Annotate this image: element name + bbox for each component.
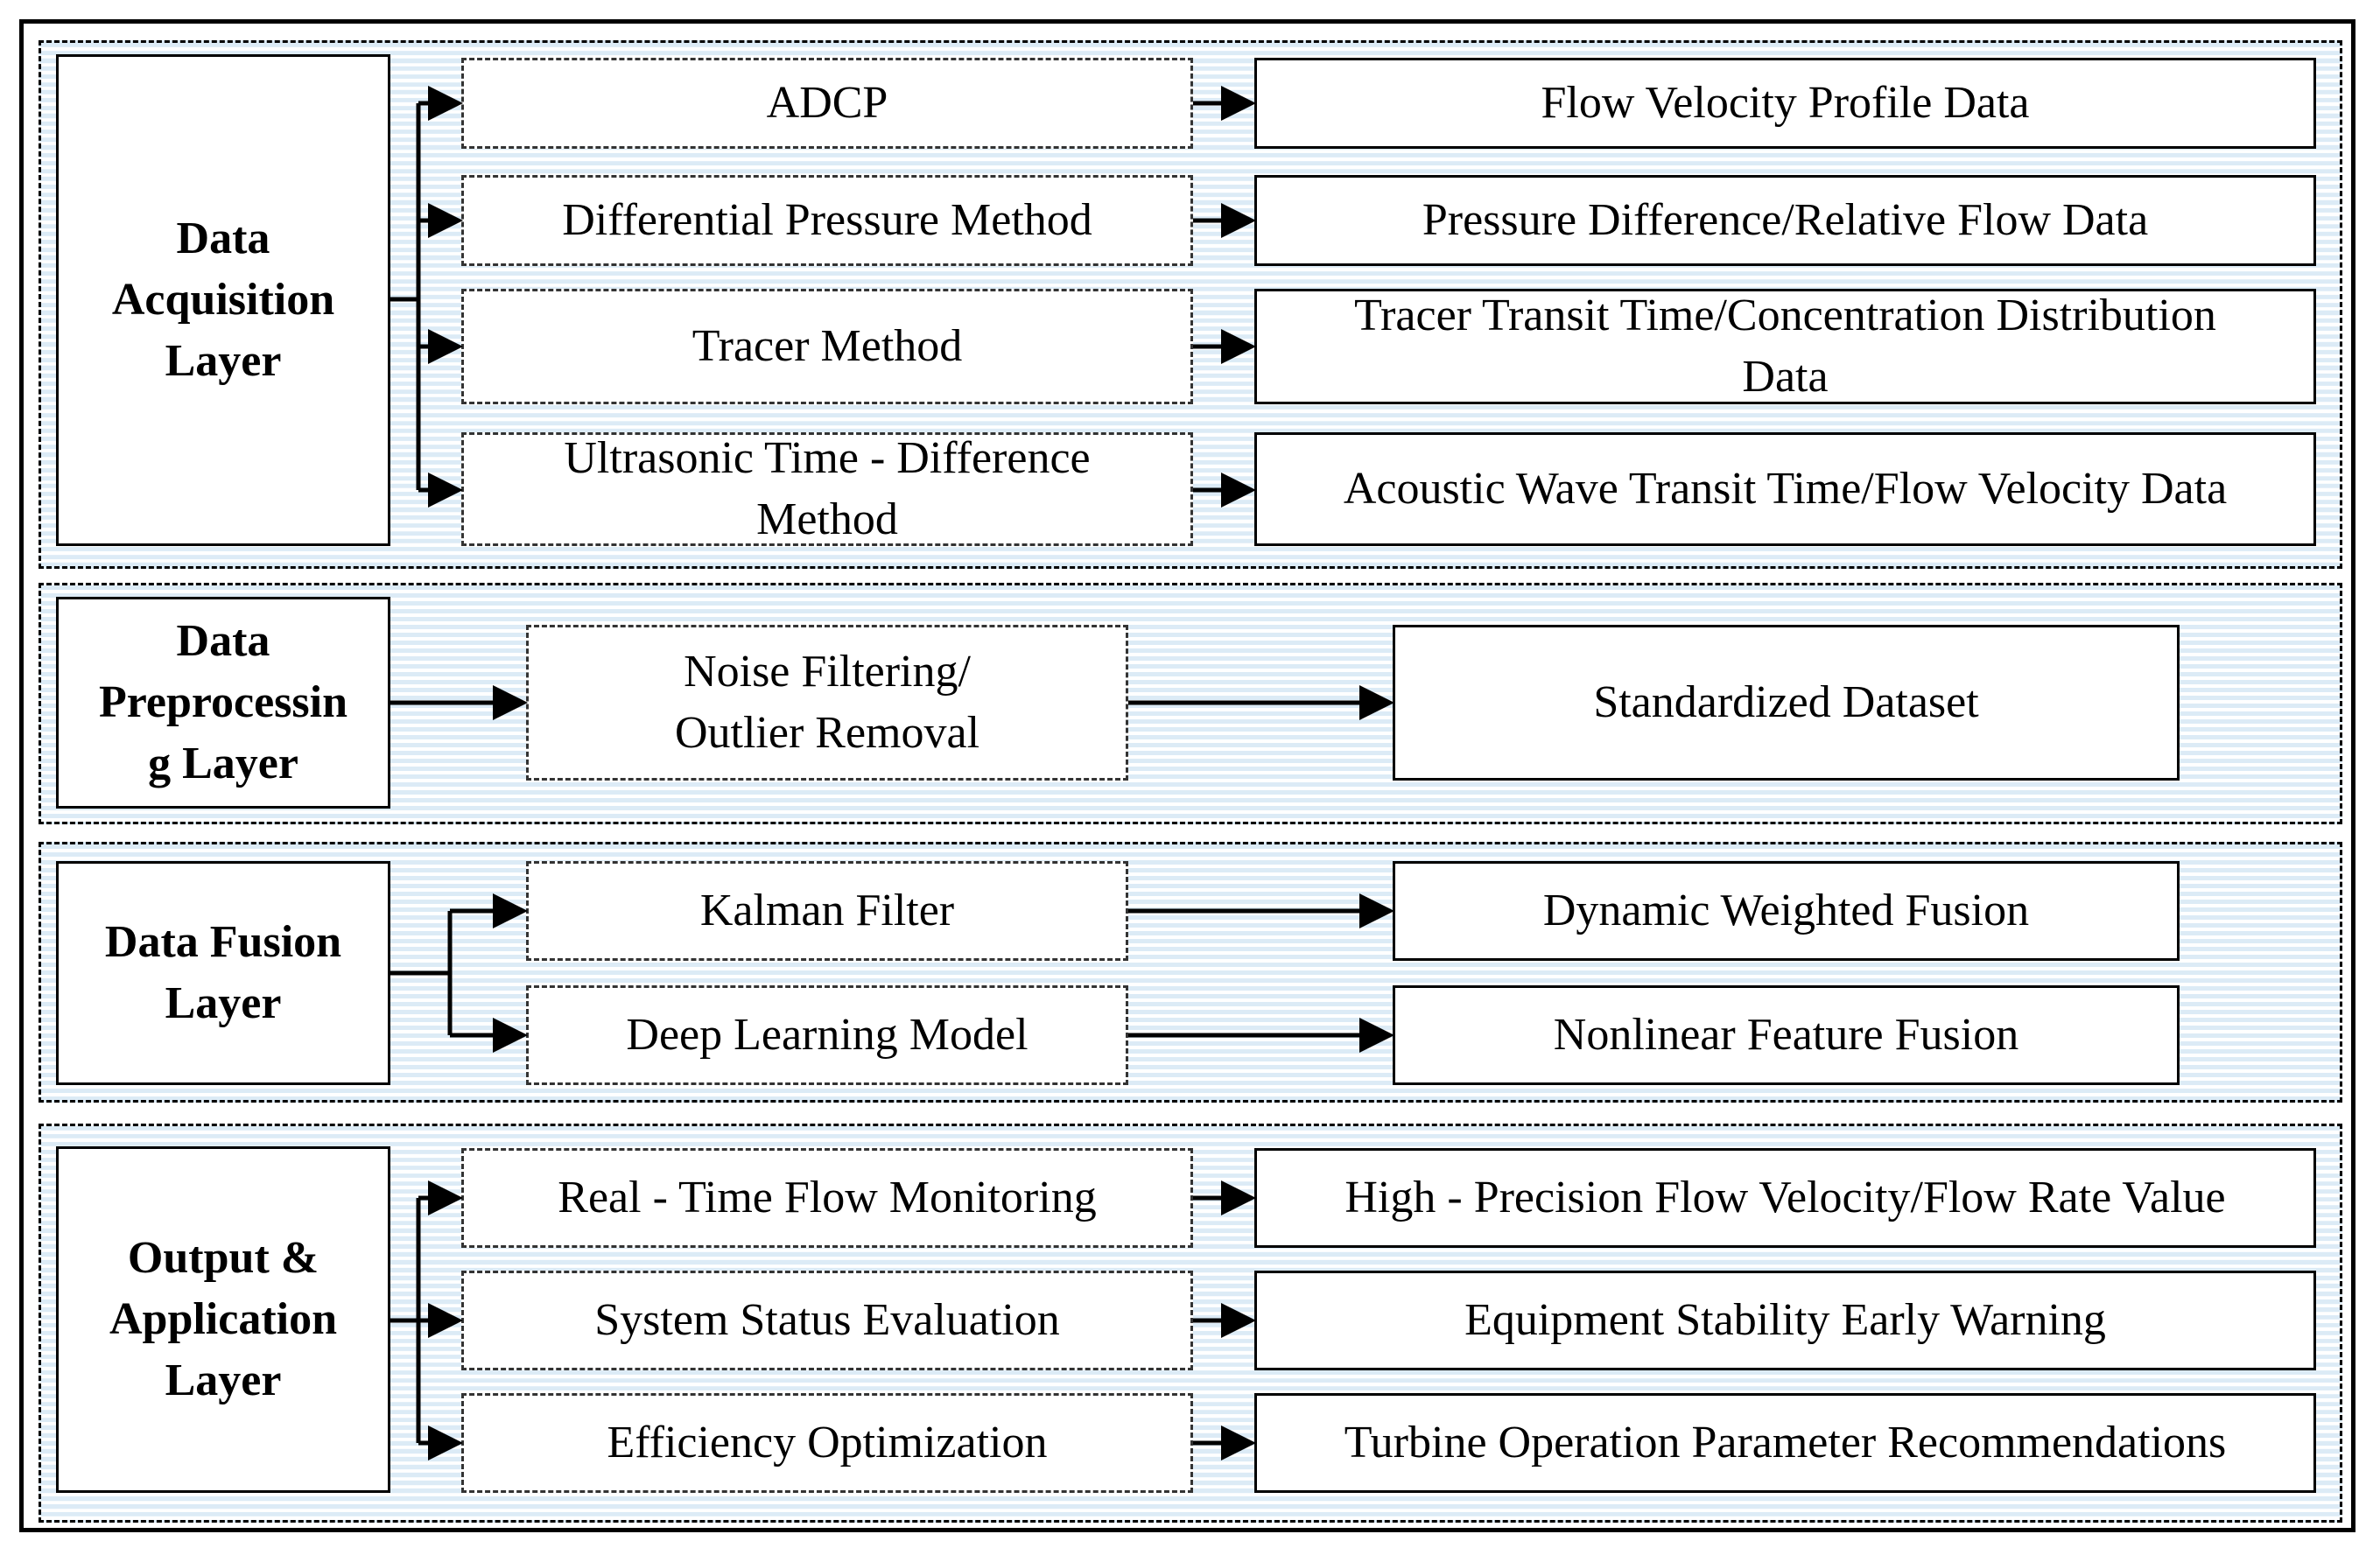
method-box-ultrasonic: Ultrasonic Time - Difference Method: [461, 432, 1193, 546]
method-box-deep-learning: Deep Learning Model: [526, 985, 1128, 1085]
result-box-dynamic-weighted-fusion: Dynamic Weighted Fusion: [1393, 861, 2180, 961]
layer-title-data-preprocessing: Data Preprocessin g Layer: [56, 597, 390, 809]
result-box-standardized-dataset: Standardized Dataset: [1393, 625, 2180, 781]
result-box-nonlinear-feature-fusion: Nonlinear Feature Fusion: [1393, 985, 2180, 1085]
result-box-tracer-transit: Tracer Transit Time/Concentration Distri…: [1254, 289, 2316, 404]
result-box-turbine-parameters: Turbine Operation Parameter Recommendati…: [1254, 1393, 2316, 1493]
method-box-real-time-monitoring: Real - Time Flow Monitoring: [461, 1148, 1193, 1248]
result-box-pressure-difference: Pressure Difference/Relative Flow Data: [1254, 175, 2316, 266]
method-box-efficiency-optimization: Efficiency Optimization: [461, 1393, 1193, 1493]
layer-title-output-application: Output & Application Layer: [56, 1146, 390, 1493]
method-box-adcp: ADCP: [461, 58, 1193, 149]
result-box-high-precision-flow: High - Precision Flow Velocity/Flow Rate…: [1254, 1148, 2316, 1248]
layer-title-data-fusion: Data Fusion Layer: [56, 861, 390, 1085]
method-box-tracer: Tracer Method: [461, 289, 1193, 404]
result-box-acoustic-wave: Acoustic Wave Transit Time/Flow Velocity…: [1254, 432, 2316, 546]
method-box-noise-filtering: Noise Filtering/ Outlier Removal: [526, 625, 1128, 781]
layer-title-data-acquisition: Data Acquisition Layer: [56, 54, 390, 546]
method-box-differential-pressure: Differential Pressure Method: [461, 175, 1193, 266]
result-box-stability-warning: Equipment Stability Early Warning: [1254, 1271, 2316, 1370]
result-box-flow-velocity-profile: Flow Velocity Profile Data: [1254, 58, 2316, 149]
method-box-system-status: System Status Evaluation: [461, 1271, 1193, 1370]
method-box-kalman-filter: Kalman Filter: [526, 861, 1128, 961]
